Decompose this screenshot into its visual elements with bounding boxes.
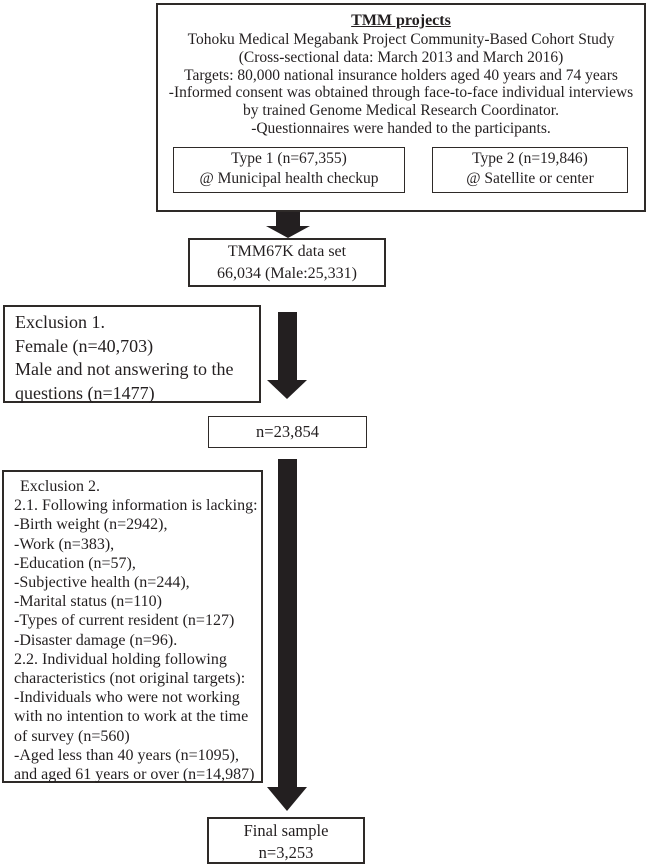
text-line: -Informed consent was obtained through f… — [168, 84, 634, 102]
arrow-head — [267, 787, 307, 811]
arrow-shaft — [277, 312, 297, 380]
text-line: -Questionnaires were handed to the parti… — [251, 119, 551, 137]
n-23854-box: n=23,854 — [208, 416, 367, 448]
type1-box: Type 1 (n=67,355) @ Municipal health che… — [173, 147, 405, 193]
text-line: -Aged less than 40 years (n=1095), — [14, 746, 239, 764]
text-line: of survey (n=560) — [14, 727, 130, 745]
text-line: -Individuals who were not working — [14, 689, 240, 707]
text-line: Exclusion 1. — [15, 312, 105, 332]
text-line: 2.2. Individual holding following — [14, 650, 227, 668]
exclusion1-box: Exclusion 1. Female (n=40,703) Male and … — [3, 305, 261, 403]
text-line: Type 2 (n=19,846) — [472, 150, 588, 167]
tmm-projects-title: TMM projects — [351, 12, 451, 29]
text-line: questions (n=1477) — [15, 382, 155, 403]
text-line: -Birth weight (n=2942), — [14, 516, 168, 534]
text-line: -Subjective health (n=244), — [14, 574, 190, 592]
text-line: @ Satellite or center — [466, 170, 594, 187]
text-line: -Types of current resident (n=127) — [14, 612, 235, 630]
text-line: -Work (n=383), — [14, 535, 115, 553]
arrow-head — [266, 226, 310, 238]
arrow-shaft — [277, 459, 297, 787]
down-arrow — [267, 312, 307, 399]
text-line: 2.1. Following information is lacking: — [14, 497, 258, 515]
final-sample-box: Final sample n=3,253 — [207, 817, 365, 864]
arrow-head — [267, 380, 307, 399]
text-line: -Marital status (n=110) — [14, 593, 162, 611]
text-line: Type 1 (n=67,355) — [231, 150, 347, 167]
text-line: 66,034 (Male:25,331) — [217, 264, 357, 282]
text-line: Tohoku Medical Megabank Project Communit… — [187, 31, 615, 48]
text-line: with no intention to work at the time — [14, 708, 249, 726]
exclusion2-box: Exclusion 2. 2.1. Following information … — [2, 470, 263, 783]
text-line: (Cross-sectional data: March 2013 and Ma… — [238, 48, 564, 66]
down-arrow — [267, 459, 307, 811]
text-line: and aged 61 years or over (n=14,987) — [14, 766, 255, 784]
arrow-shaft — [276, 212, 300, 226]
text-line: @ Municipal health checkup — [199, 170, 379, 187]
text-line: characteristics (not original targets): — [14, 670, 246, 688]
text-line: by trained Genome Medical Research Coord… — [243, 102, 559, 120]
text-line: Targets: 80,000 national insurance holde… — [184, 66, 618, 84]
text-line: -Disaster damage (n=96). — [14, 631, 178, 649]
tmm-projects-box: TMM projects Tohoku Medical Megabank Pro… — [156, 3, 646, 212]
text-line: n=3,253 — [258, 842, 314, 862]
text-line: TMM67K data set — [227, 243, 347, 260]
text-line: n=23,854 — [256, 422, 319, 441]
down-arrow — [266, 212, 310, 238]
text-line: Male and not answering to the — [15, 359, 234, 379]
text-line: -Education (n=57), — [14, 554, 136, 572]
text-line: Female (n=40,703) — [15, 335, 154, 356]
tmm67k-box: TMM67K data set 66,034 (Male:25,331) — [188, 238, 386, 287]
type2-box: Type 2 (n=19,846) @ Satellite or center — [432, 147, 628, 193]
text-line: Exclusion 2. — [20, 478, 100, 495]
text-line: Final sample — [243, 821, 329, 840]
